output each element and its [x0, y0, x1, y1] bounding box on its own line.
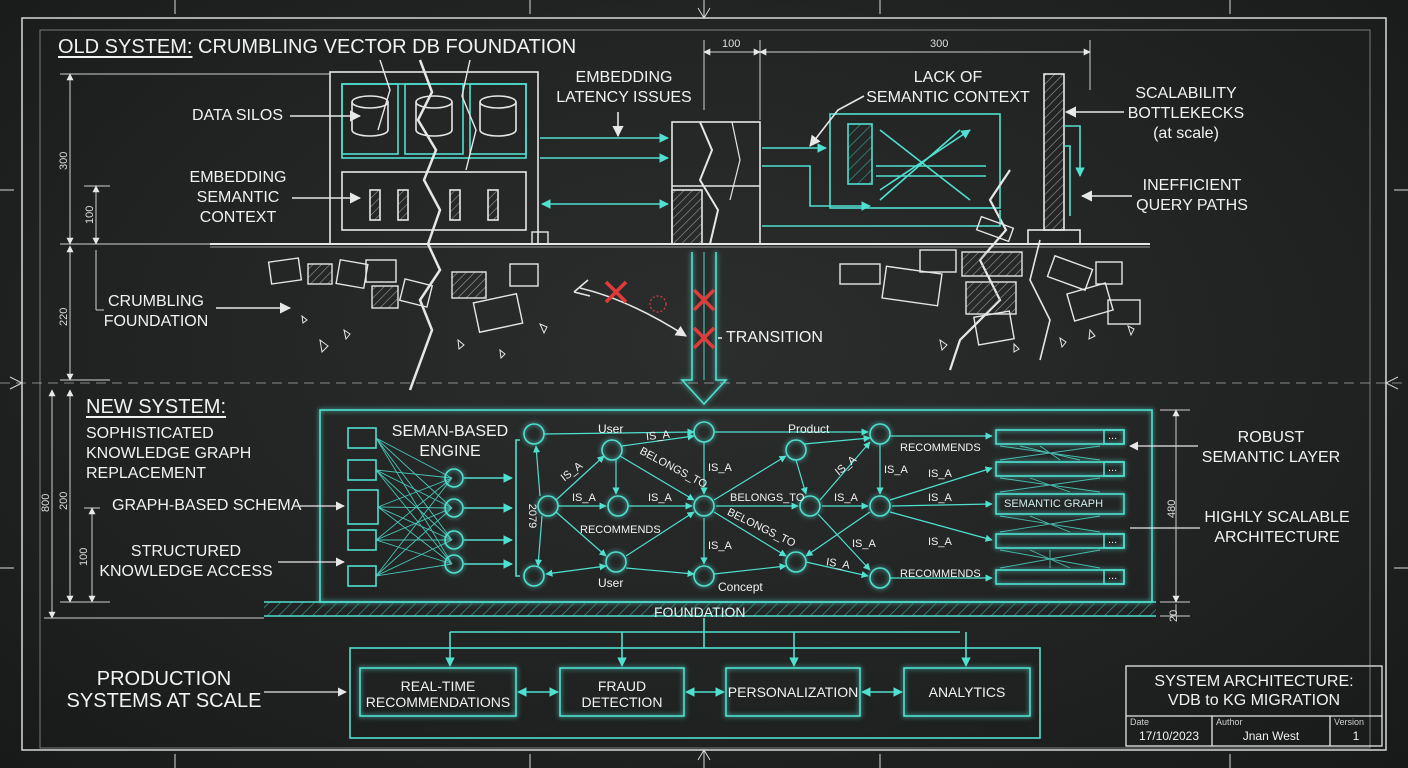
title-block — [1125, 665, 1383, 747]
crumbling-foundation-label: CRUMBLING FOUNDATION — [103, 293, 209, 330]
new-system-structure — [264, 409, 1156, 739]
edge-label-is-a: IS_A — [928, 468, 952, 480]
new-dimension-lines — [44, 389, 1190, 619]
box-personalization: PERSONALIZATION — [727, 684, 859, 700]
node-user-bottom: User — [598, 576, 624, 590]
old-dimension-lines — [60, 40, 1091, 381]
edge-label-recommends: RECOMMENDS — [900, 442, 981, 454]
robust-layer-label: ROBUST SEMANTIC LAYER — [1201, 429, 1341, 466]
dim-100-left: 100 — [84, 205, 96, 224]
box-fraud-detection: FRAUD DETECTION — [581, 678, 663, 710]
engine-label: SEMAN-BASED ENGINE — [391, 423, 509, 460]
edge-label-recommends: RECOMMENDS — [900, 568, 981, 580]
latency-label: EMBEDDING LATENCY ISSUES — [556, 69, 692, 106]
titleblock-title: SYSTEM ARCHITECTURE: VDB to KG MIGRATION — [1154, 673, 1354, 709]
box-realtime-recommendations: REAL-TIME RECOMMENDATIONS — [365, 678, 511, 710]
graph-schema-label: GRAPH-BASED SCHEMA — [112, 497, 302, 514]
titleblock-author: Jnan West — [1242, 729, 1300, 743]
dim-20: 20 — [1168, 609, 1180, 622]
node-product: Product — [788, 422, 830, 436]
edge-label-is-a: IS_A — [708, 540, 732, 552]
node-user-top: User — [598, 422, 624, 436]
titleblock-version: 1 — [1352, 729, 1360, 743]
foundation-label: FOUNDATION — [654, 604, 746, 620]
box-analytics: ANALYTICS — [928, 684, 1006, 700]
dim-100-top: 100 — [722, 38, 741, 50]
titleblock-date: 17/10/2023 — [1138, 729, 1200, 743]
bar-ellipsis: ... — [1108, 462, 1118, 474]
scalable-label: HIGHLY SCALABLE ARCHITECTURE — [1204, 509, 1350, 546]
data-silos-label: DATA SILOS — [192, 107, 283, 124]
production-label: PRODUCTION SYSTEMS AT SCALE — [66, 668, 262, 712]
edge-label-is-a: IS_A — [645, 428, 671, 444]
bar-ellipsis: ... — [1108, 430, 1118, 442]
old-system-title: OLD SYSTEM: CRUMBLING VECTOR DB FOUNDATI… — [58, 36, 576, 58]
dim-100-new: 100 — [78, 547, 90, 566]
scalability-label: SCALABILITY BOTTLEKECKS (at scale) — [1127, 85, 1245, 142]
inefficient-label: INEFFICIENT QUERY PATHS — [1136, 177, 1248, 214]
new-leader-lines — [264, 441, 1200, 697]
old-system-title-rest: CRUMBLING VECTOR DB FOUNDATION — [198, 36, 577, 58]
edge-label-rotated: 2079 — [526, 503, 539, 529]
edge-label-is-a: IS_A — [834, 492, 858, 504]
edge-label-belongs-to: BELONGS_TO — [730, 492, 805, 504]
transition-label: TRANSITION — [726, 329, 823, 346]
lack-context-label: LACK OF SEMANTIC CONTEXT — [866, 69, 1030, 106]
edge-label-recommends: RECOMMENDS — [580, 524, 661, 536]
titleblock-author-label: Author — [1216, 717, 1243, 727]
embedding-semantic-label: EMBEDDING SEMANTIC CONTEXT — [189, 169, 287, 226]
dim-480: 480 — [1166, 499, 1178, 518]
new-system-title: NEW SYSTEM: — [86, 396, 227, 418]
transition-arrows — [573, 252, 728, 406]
edge-label-is-a: IS_A — [928, 492, 952, 504]
edge-label-is-a: IS_A — [708, 462, 732, 474]
node-concept: Concept — [718, 580, 763, 594]
edge-label-is-a: IS_A — [884, 464, 908, 476]
old-system-structure — [210, 59, 1150, 391]
edge-label-is-a: IS_A — [572, 492, 596, 504]
edge-label-is-a: IS_A — [928, 536, 952, 548]
dim-300-top: 300 — [930, 38, 949, 50]
semantic-graph-label: SEMANTIC GRAPH — [1004, 498, 1104, 510]
titleblock-version-label: Version — [1334, 717, 1365, 727]
sophisticated-label: SOPHISTICATED KNOWLEDGE GRAPH REPLACEMEN… — [86, 425, 252, 482]
bar-ellipsis: ... — [1108, 534, 1118, 546]
dim-800: 800 — [40, 493, 52, 512]
dim-220-left: 220 — [58, 307, 70, 326]
dim-200: 200 — [58, 491, 70, 510]
structured-access-label: STRUCTURED KNOWLEDGE ACCESS — [99, 543, 273, 580]
edge-label-is-a: IS_A — [852, 538, 876, 550]
bar-ellipsis: ... — [1108, 570, 1118, 582]
edge-label-is-a: IS_A — [648, 492, 672, 504]
dim-300-left: 300 — [58, 151, 70, 170]
titleblock-date-label: Date — [1130, 717, 1150, 727]
old-system-title-prefix: OLD SYSTEM: — [58, 36, 193, 58]
